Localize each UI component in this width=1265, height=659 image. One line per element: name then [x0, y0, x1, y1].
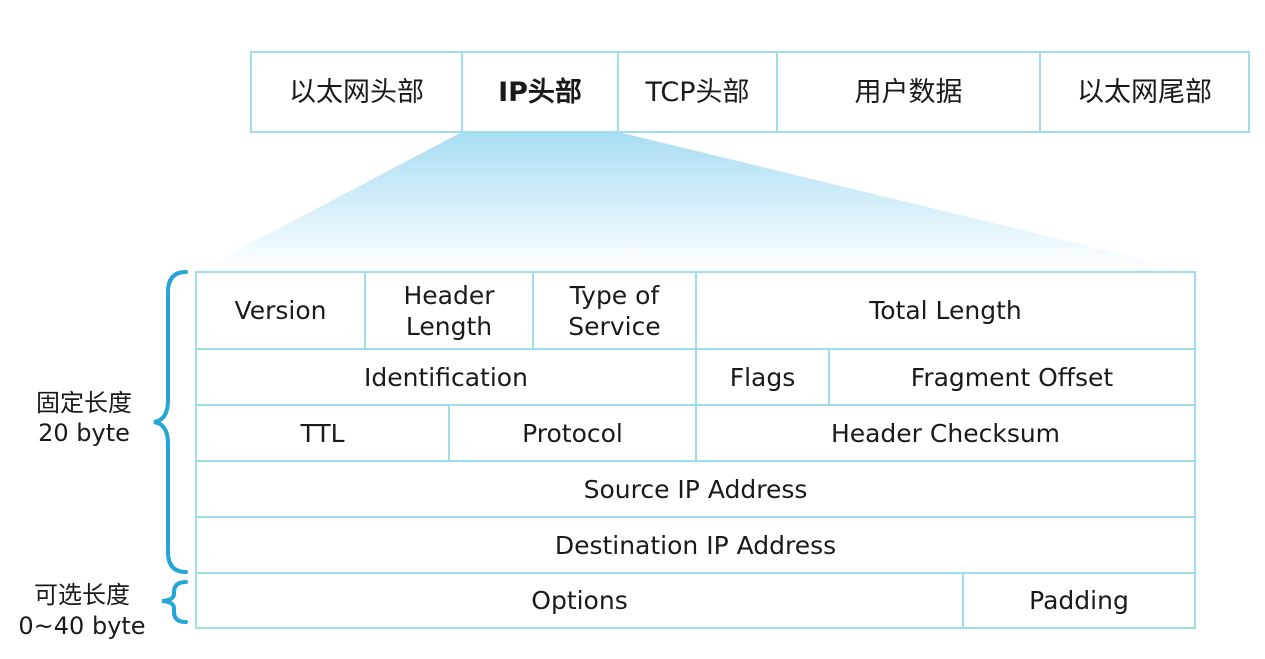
frame-segment-ip-header: IP头部: [498, 76, 582, 108]
field-version: Version: [234, 296, 327, 325]
field-fragment-offset: Fragment Offset: [910, 362, 1114, 392]
field-header-length: Header Length: [365, 272, 533, 349]
field-padding: Padding: [1029, 586, 1129, 615]
optional-length-label-line2: 0~40 byte: [18, 612, 146, 640]
field-type-of-service-line1: Type of: [569, 280, 660, 310]
optional-length-label-line1: 可选长度: [34, 581, 130, 609]
field-type-of-service-line2: Service: [568, 311, 661, 341]
field-identification: Identification: [364, 362, 528, 392]
field-source-ip-address: Source IP Address: [583, 474, 808, 504]
field-destination-ip-address: Destination IP Address: [554, 530, 837, 560]
zoom-fan: [196, 132, 1195, 272]
field-header-length-line2: Length: [405, 311, 493, 341]
field-protocol: Protocol: [522, 418, 623, 448]
frame-segment-user-data: 用户数据: [854, 76, 963, 108]
field-header-length-line1: Header: [403, 280, 495, 310]
optional-length-brace: [161, 580, 188, 624]
field-header-checksum: Header Checksum: [830, 418, 1061, 448]
frame-segment-tcp-header: TCP头部: [645, 76, 750, 108]
field-type-of-service: Type of Service: [533, 272, 696, 349]
header-table-borders: [195, 271, 1196, 629]
frame-segment-ethernet-header: 以太网头部: [289, 76, 424, 108]
fixed-length-label: 固定长度 20 byte: [14, 388, 154, 448]
fixed-length-label-line2: 20 byte: [38, 419, 130, 447]
fixed-length-brace: [153, 270, 188, 574]
optional-length-label: 可选长度 0~40 byte: [8, 580, 156, 642]
frame-bar-borders: [250, 51, 1250, 133]
field-options: Options: [531, 586, 628, 615]
field-ttl: TTL: [300, 418, 345, 448]
field-total-length: Total Length: [869, 296, 1022, 325]
field-flags: Flags: [729, 362, 796, 392]
frame-segment-ethernet-trailer: 以太网尾部: [1077, 76, 1212, 108]
fixed-length-label-line1: 固定长度: [36, 389, 132, 417]
